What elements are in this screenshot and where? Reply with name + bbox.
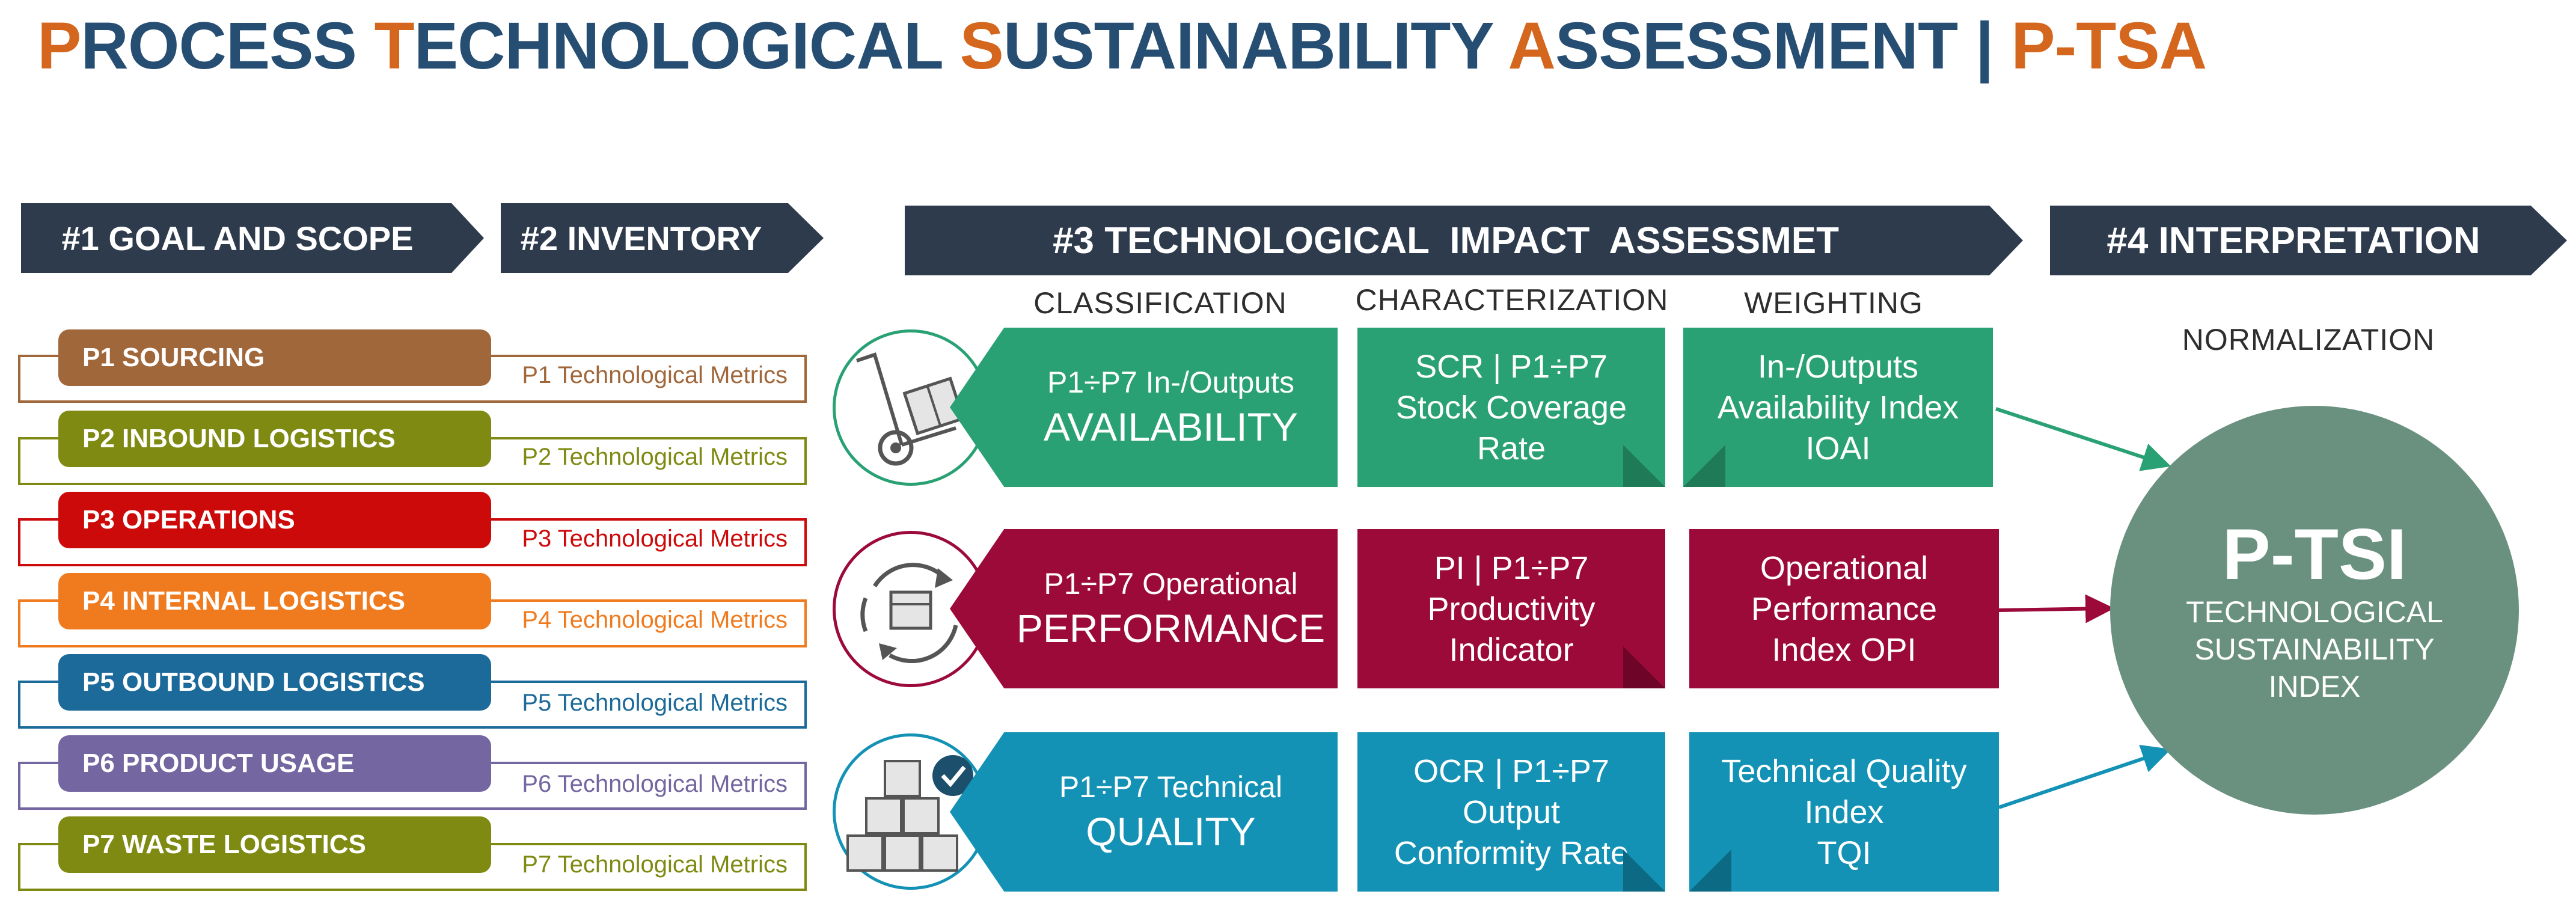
card-line: Stock Coverage <box>1395 389 1627 426</box>
process-metric: P6 Technological Metrics <box>522 771 788 797</box>
quality-characterization-card: OCR | P1÷P7 Output Conformity Rate <box>1357 732 1665 892</box>
availability-classification-card: P1÷P7 In-/Outputs AVAILABILITY <box>950 328 1338 487</box>
page-title: PROCESS TECHNOLOGICAL SUSTAINABILITY ASS… <box>37 1 2207 97</box>
card-line: Index <box>1804 794 1884 830</box>
index-line: INDEX <box>2268 670 2361 703</box>
process-label: P1 SOURCING <box>58 329 491 386</box>
process-metric: P5 Technological Metrics <box>522 690 788 716</box>
title-word-rest: SSESSMENT <box>1555 9 1958 83</box>
title-initial: A <box>1508 9 1555 83</box>
title-word-rest: USTAINABILITY <box>1003 9 1493 83</box>
performance-classification-card: P1÷P7 Operational PERFORMANCE <box>950 529 1338 688</box>
technological-sustainability-index-circle: P-TSI TECHNOLOGICAL SUSTAINABILITY INDEX <box>2110 406 2519 815</box>
card-line: Operational <box>1760 549 1929 586</box>
process-label: P7 WASTE LOGISTICS <box>58 816 491 873</box>
stage-technological-impact-assessment: #3 TECHNOLOGICAL IMPACT ASSESSMET <box>905 206 2023 275</box>
classification-line1: P1÷P7 Technical <box>1059 770 1283 804</box>
title-initial: S <box>959 9 1003 83</box>
card-fold <box>1623 445 1665 487</box>
process-label: P5 OUTBOUND LOGISTICS <box>58 654 491 711</box>
title-word-rest: ROCESS <box>81 9 357 83</box>
stage-label: #2 INVENTORY <box>520 219 762 257</box>
stage-interpretation: #4 INTERPRETATION <box>2050 206 2567 275</box>
quality-weighting-card: Technical Quality Index TQI <box>1689 732 1999 892</box>
stage-label: #3 TECHNOLOGICAL IMPACT ASSESSMET <box>1053 219 1839 262</box>
process-metric: P7 Technological Metrics <box>522 851 788 878</box>
index-acronym: P-TSI <box>2222 514 2407 595</box>
classification-line2: AVAILABILITY <box>1043 404 1299 449</box>
availability-weighting-card: In-/Outputs Availability Index IOAI <box>1683 328 1993 487</box>
process-label: P4 INTERNAL LOGISTICS <box>58 573 491 629</box>
card-line: TQI <box>1817 834 1871 871</box>
stage-label: #1 GOAL AND SCOPE <box>61 219 414 257</box>
column-label-classification: CLASSIFICATION <box>1033 286 1287 320</box>
performance-weighting-card: Operational Performance Index OPI <box>1689 529 1999 688</box>
process-label: P6 PRODUCT USAGE <box>58 735 491 792</box>
card-line: Availability Index <box>1717 389 1959 426</box>
classification-line1: P1÷P7 In-/Outputs <box>1047 365 1294 399</box>
quality-classification-card: P1÷P7 Technical QUALITY <box>950 732 1338 892</box>
card-fold <box>1623 849 1665 892</box>
card-line: Conformity Rate <box>1394 834 1629 871</box>
card-line: In-/Outputs <box>1757 348 1919 385</box>
performance-characterization-card: PI | P1÷P7 Productivity Indicator <box>1357 529 1665 688</box>
title-initial: T <box>374 9 414 83</box>
process-metric: P2 Technological Metrics <box>522 444 788 470</box>
process-metric: P3 Technological Metrics <box>522 525 788 552</box>
card-line: Productivity <box>1427 590 1595 627</box>
process-label: P3 OPERATIONS <box>58 492 491 548</box>
column-label-characterization: CHARACTERIZATION <box>1355 283 1669 317</box>
stage-goal-and-scope: #1 GOAL AND SCOPE <box>21 203 484 273</box>
classification-line2: PERFORMANCE <box>1016 605 1326 650</box>
card-line: OCR | P1÷P7 <box>1413 753 1609 789</box>
card-line: Output <box>1462 794 1561 830</box>
column-label-weighting: WEIGHTING <box>1744 286 1923 320</box>
card-line: Indicator <box>1449 631 1574 668</box>
card-line: Technical Quality <box>1721 753 1967 789</box>
title-separator: | <box>1975 9 1994 83</box>
column-label-normalization: NORMALIZATION <box>2182 323 2435 357</box>
title-initial: P <box>37 9 81 83</box>
title-word-rest: ECHNOLOGICAL <box>414 9 943 83</box>
classification-line2: QUALITY <box>1086 809 1256 854</box>
title-acronym: P-TSA <box>2011 9 2207 83</box>
process-metric: P4 Technological Metrics <box>522 607 788 633</box>
process-label: P2 INBOUND LOGISTICS <box>58 411 491 467</box>
process-metric: P1 Technological Metrics <box>522 362 788 388</box>
index-line: TECHNOLOGICAL <box>2186 595 2443 629</box>
card-line: IOAI <box>1805 430 1871 467</box>
card-fold <box>1683 445 1725 487</box>
card-line: Index OPI <box>1772 631 1917 668</box>
stage-label: #4 INTERPRETATION <box>2106 219 2480 262</box>
classification-line1: P1÷P7 Operational <box>1044 566 1298 601</box>
card-fold <box>1623 646 1665 688</box>
card-line: Performance <box>1751 590 1938 627</box>
availability-characterization-card: SCR | P1÷P7 Stock Coverage Rate <box>1357 328 1665 487</box>
card-line: SCR | P1÷P7 <box>1415 348 1608 385</box>
card-fold <box>1689 849 1731 892</box>
stage-inventory: #2 INVENTORY <box>501 203 824 273</box>
card-line: PI | P1÷P7 <box>1434 549 1589 586</box>
card-line: Rate <box>1476 430 1546 467</box>
index-line: SUSTAINABILITY <box>2194 632 2435 666</box>
